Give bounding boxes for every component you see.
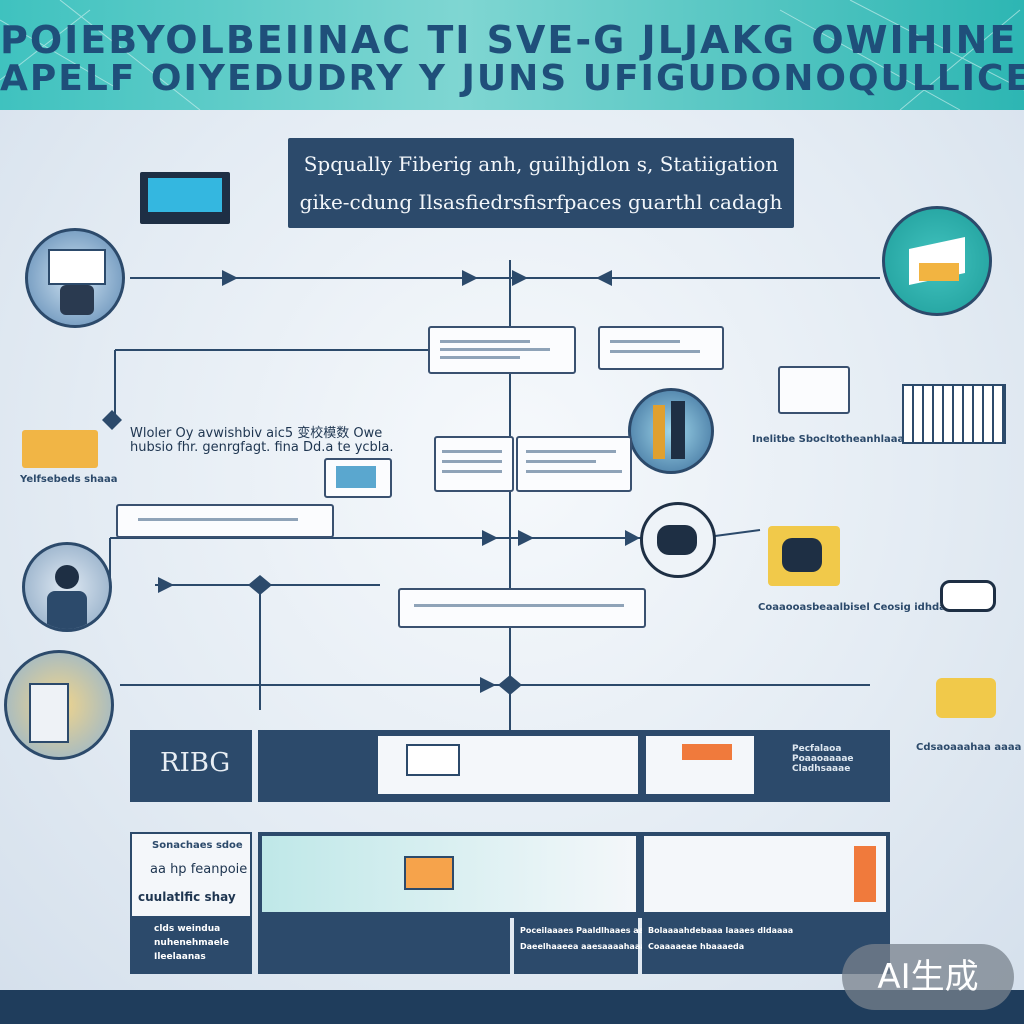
- fence-icon: [902, 384, 1006, 444]
- document-stack-icon: [882, 206, 992, 316]
- table-row1-header: RIBG: [130, 730, 252, 802]
- table-row2-header: Sonachaes sdoe aa hp feanpoie cuulatlfic…: [130, 832, 252, 918]
- orange-bar: [854, 846, 876, 902]
- screen-icon: [778, 366, 850, 414]
- right-label-3: Cdsaoaaahaa aaaa: [916, 742, 1022, 753]
- row3-label1: clds weindua: [154, 924, 221, 934]
- mid-label-line1: Wloler Oy avwishbiv aic5 变校模数 Owe: [130, 426, 383, 441]
- summary-box: Spqually Fiberig anh, guilhjdlon s, Stat…: [288, 138, 794, 228]
- process-box-6: [398, 588, 646, 628]
- process-box-1: [428, 326, 576, 374]
- glasses-icon: [940, 580, 996, 612]
- person-avatar-icon: [22, 542, 112, 632]
- row3-label3: Ileelaanas: [154, 952, 206, 962]
- orange-block: [682, 744, 732, 760]
- bag-icon: [936, 678, 996, 718]
- row2-label-top: Sonachaes sdoe: [152, 840, 243, 851]
- table-row3-cell1: [258, 918, 510, 974]
- header-title-line2: APELF OIYEDUDRY Y JUNS UFIGUDONOQULLICE: [0, 58, 1024, 99]
- photo-thumb-icon: [404, 856, 454, 890]
- diagram-canvas: Spqually Fiberig anh, guilhjdlon s, Stat…: [0, 110, 1024, 990]
- process-box-2: [598, 326, 724, 370]
- row3-mid2: Daeelhaaeea aaesaaaahaaaa: [520, 942, 652, 951]
- row2-label2: cuulatlfic shay: [138, 890, 236, 904]
- row1-label: RIBG: [160, 748, 231, 778]
- row3-right2: Coaaaaeae hbaaaeda: [648, 942, 745, 951]
- connector-lines: [102, 260, 880, 730]
- monitor-thumb-icon: [406, 744, 460, 776]
- summary-line2: gike-cdung Ilsasfiedrsfisrfpaces guarthl…: [299, 190, 783, 214]
- ai-generated-badge: AI生成: [842, 944, 1014, 1010]
- row1-right: Pecfalaoa Poaaoaaaae Cladhsaaae: [792, 744, 854, 774]
- process-box-3: [434, 436, 514, 492]
- team-card-icon: [768, 526, 840, 586]
- right-label-2: Coaaooasbeaalbisel Ceosig idhdaehaaee: [758, 602, 987, 613]
- header-title-line1: POIEBYOLBEIINAC TI SVE-G JLJAKG OWIHINE …: [0, 18, 1024, 62]
- table-row3-header: clds weindua nuhenehmaele Ileelaanas: [130, 918, 252, 974]
- row3-mid1: Poceilaaaes Paaldlhaaes aaelldkaa: [520, 926, 677, 935]
- process-box-5: [116, 504, 334, 538]
- row3-right1: Bolaaaahdebaaa laaaes dldaaaa: [648, 926, 794, 935]
- folder-icon: [22, 430, 98, 468]
- map-icon: [4, 650, 114, 760]
- table-row1-body: Pecfalaoa Poaaoaaaae Cladhsaaae: [258, 730, 890, 802]
- right-label-1: Inelitbe Sbocltotheanhlaaae: [752, 434, 912, 445]
- process-box-4: [516, 436, 632, 492]
- people-group-icon: [628, 388, 714, 474]
- table-row3-cell2: Poceilaaaes Paaldlhaaes aaelldkaa Daeelh…: [514, 918, 677, 974]
- row3-label2: nuhenehmaele: [154, 938, 229, 948]
- table-row2-body: [258, 832, 890, 918]
- folder-caption: Yelfsebeds shaaa: [20, 474, 118, 485]
- network-pattern: [0, 0, 1024, 110]
- image-thumb-icon: [324, 458, 392, 498]
- mid-label-line2: hubsio fhr. genrgfagt. fina Dd.a te ycbl…: [130, 440, 394, 455]
- summary-line1: Spqually Fiberig anh, guilhjdlon s, Stat…: [303, 152, 779, 176]
- header-banner: POIEBYOLBEIINAC TI SVE-G JLJAKG OWIHINE …: [0, 0, 1024, 110]
- person-laptop-icon: [25, 228, 125, 328]
- monitor-icon: [140, 172, 230, 224]
- row2-label1: aa hp feanpoie: [150, 862, 248, 877]
- headphones-icon: [640, 502, 716, 578]
